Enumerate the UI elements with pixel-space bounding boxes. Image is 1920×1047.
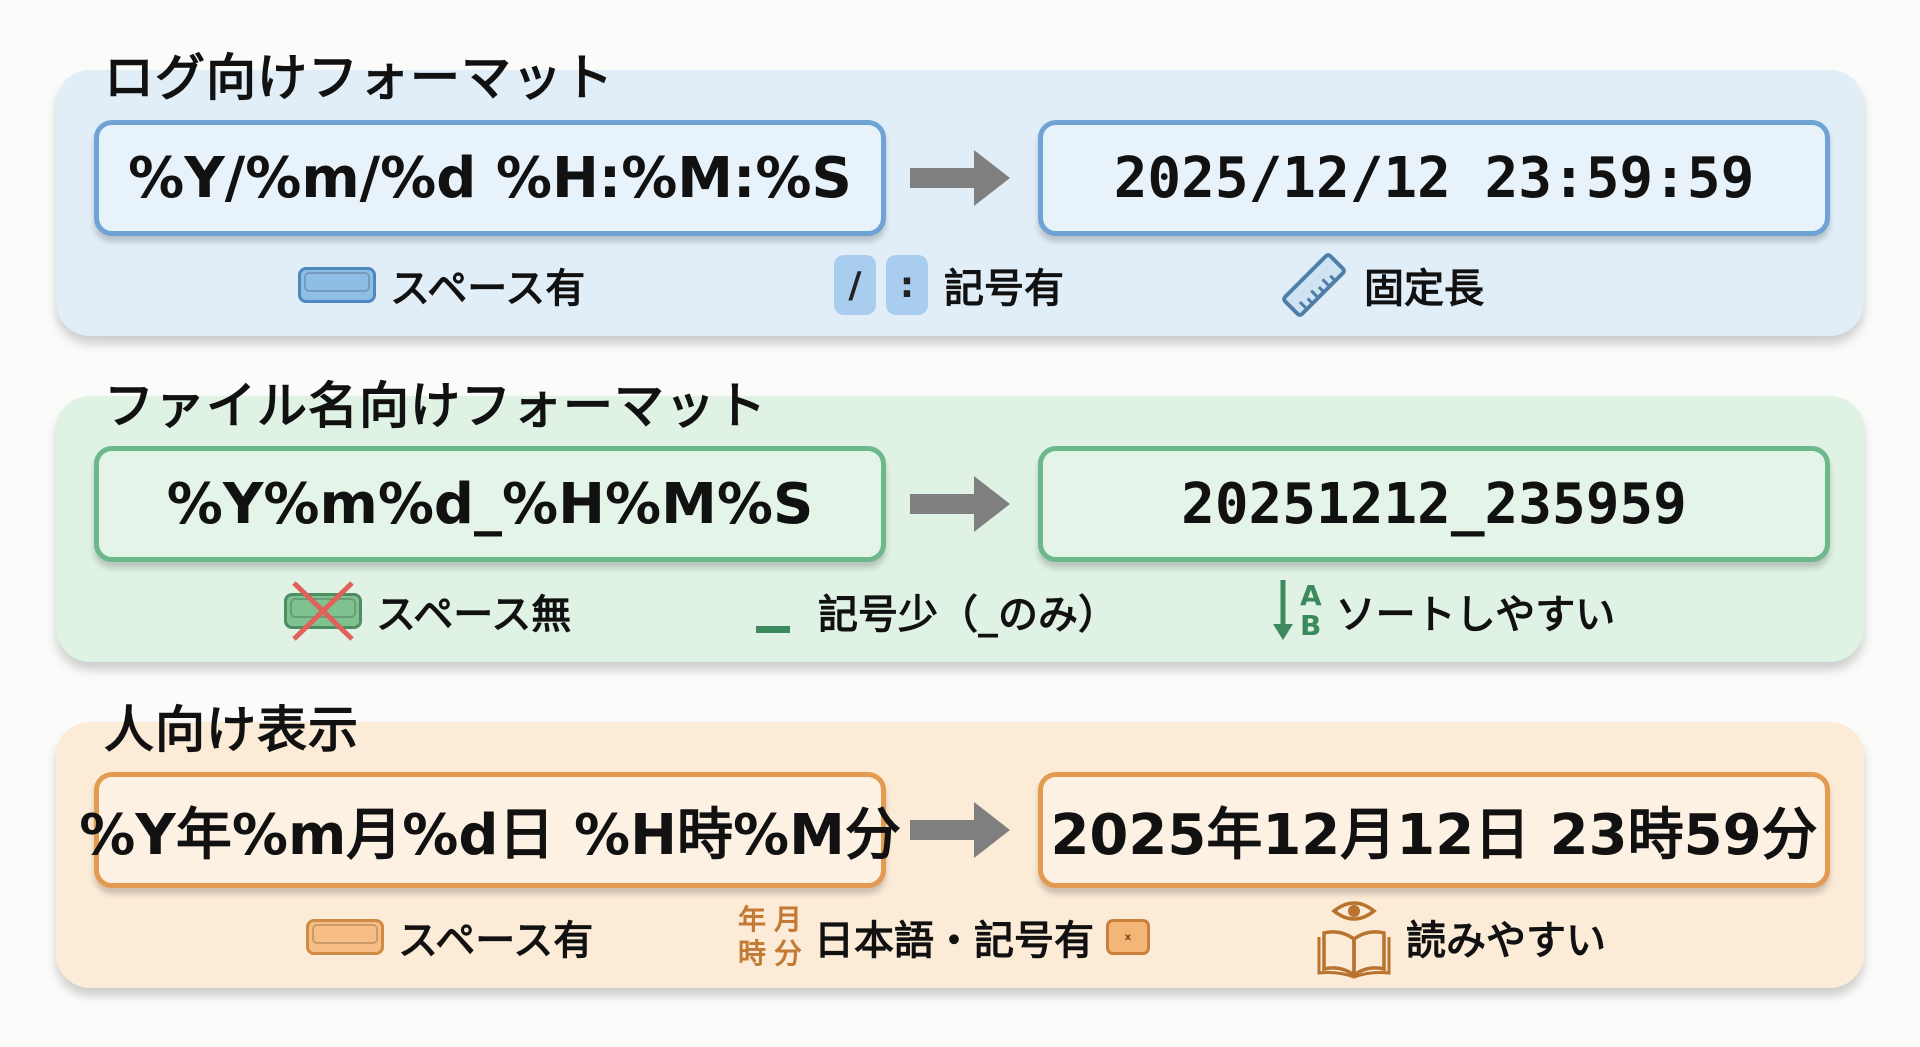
keyboard-key-icon (306, 919, 384, 955)
kanji-month: 月 (774, 903, 803, 936)
feature-row: スペース有 年 月 時 分 日本語・記号有 x (56, 901, 1864, 979)
feature-sortable: A B ソートしやすい (1272, 576, 1615, 646)
panel: %Y/%m/%d %H:%M:%S 2025/12/12 23:59:59 スペ… (56, 70, 1864, 336)
format-box: %Y/%m/%d %H:%M:%S (94, 120, 886, 236)
result-box: 20251212_235959 (1038, 446, 1830, 562)
result-string: 2025/12/12 23:59:59 (1113, 145, 1755, 211)
crossed-key-icon (284, 581, 362, 641)
feature-space: スペース有 (298, 250, 585, 320)
feature-few-symbols: 記号少（_のみ） (756, 576, 1118, 646)
format-box: %Y年%m月%d日 %H時%M分 (79, 772, 901, 888)
feature-space: スペース有 (306, 902, 593, 972)
eye-book-icon (1317, 901, 1391, 979)
small-key-icon: x (1106, 919, 1151, 955)
feature-label: ソートしやすい (1335, 592, 1616, 638)
format-box: %Y%m%d_%H%M%S (94, 446, 886, 562)
format-string: %Y年%m月%d日 %H時%M分 (79, 802, 901, 868)
feature-no-space: スペース無 (284, 576, 571, 646)
kanji-units-icon: 年 月 時 分 (738, 903, 802, 971)
underscore-icon (756, 625, 790, 633)
panel: %Y年%m月%d日 %H時%M分 2025年12月12日 23時59分 スペース… (56, 722, 1864, 988)
sort-ab-icon: A B (1272, 580, 1322, 642)
feature-label: 読みやすい (1406, 918, 1606, 964)
feature-label: 記号有 (944, 266, 1064, 312)
feature-label: スペース有 (390, 266, 586, 312)
result-string: 20251212_235959 (1181, 471, 1687, 537)
keyboard-key-icon (298, 267, 376, 303)
format-string: %Y%m%d_%H%M%S (166, 471, 814, 537)
sort-letter-a: A (1300, 579, 1322, 612)
format-string: %Y/%m/%d %H:%M:%S (128, 145, 852, 211)
feature-symbols: / : 記号有 (834, 250, 1064, 320)
panel: %Y%m%d_%H%M%S 20251212_235959 スペース無 記号少（… (56, 396, 1864, 662)
section-title: ファイル名向けフォーマット (104, 377, 767, 435)
sort-letter-b: B (1300, 609, 1322, 642)
result-box: 2025年12月12日 23時59分 (1038, 772, 1830, 888)
feature-japanese-symbols: 年 月 時 分 日本語・記号有 x (738, 902, 1151, 972)
kanji-hour: 時 (738, 937, 767, 970)
feature-row: スペース有 / : 記号有 (56, 250, 1864, 320)
feature-readable: 読みやすい (1316, 901, 1606, 979)
result-box: 2025/12/12 23:59:59 (1038, 120, 1830, 236)
feature-label: スペース無 (376, 592, 572, 638)
kanji-minute: 分 (774, 937, 803, 970)
section-title: ログ向けフォーマット (104, 49, 614, 107)
arrow-right-icon (910, 150, 1010, 206)
feature-label: 記号少（_のみ） (818, 592, 1118, 638)
colon-symbol-icon: : (886, 255, 928, 315)
result-string: 2025年12月12日 23時59分 (1050, 802, 1818, 868)
feature-fixed-length: 固定長 (1278, 250, 1484, 320)
kanji-year: 年 (738, 903, 767, 936)
feature-label: 日本語・記号有 (814, 918, 1095, 964)
ruler-icon (1282, 253, 1346, 317)
arrow-right-icon (910, 476, 1010, 532)
feature-label: スペース有 (398, 918, 594, 964)
arrow-right-icon (910, 802, 1010, 858)
slash-symbol-icon: / (834, 255, 876, 315)
section-title: 人向け表示 (104, 701, 359, 759)
feature-label: 固定長 (1364, 266, 1484, 312)
feature-row: スペース無 記号少（_のみ） A B ソートしやすい (56, 576, 1864, 646)
